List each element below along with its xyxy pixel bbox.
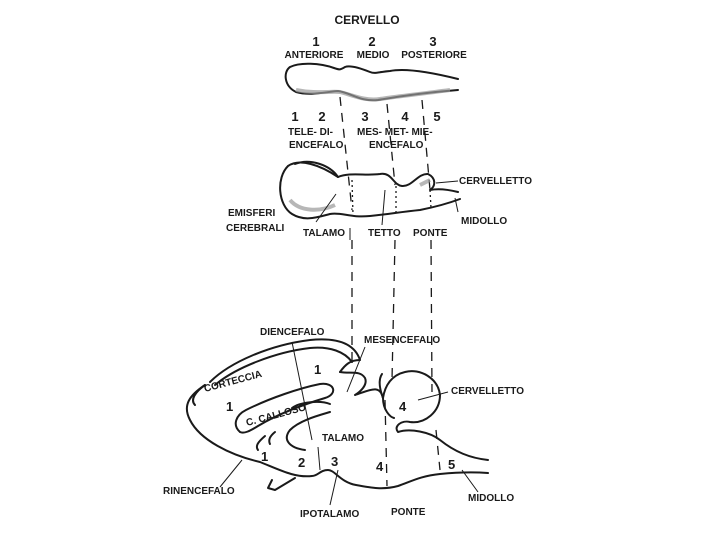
vesicle-number-3: 3 bbox=[429, 34, 436, 49]
sec-number-1: 1 bbox=[291, 109, 298, 124]
mid-ponte-label: PONTE bbox=[413, 228, 448, 239]
encefalo-left-label: ENCEFALO bbox=[289, 140, 344, 151]
sec-number-2: 2 bbox=[318, 109, 325, 124]
region-number-1c: 1 bbox=[261, 449, 268, 464]
bottom-cervelletto-label: CERVELLETTO bbox=[451, 386, 524, 397]
primary-neural-tube bbox=[284, 62, 459, 102]
diencefalo-label: DIENCEFALO bbox=[260, 327, 325, 338]
sec-number-4: 4 bbox=[401, 109, 409, 124]
sec-number-3: 3 bbox=[361, 109, 368, 124]
primary-vesicle-labels: 1 ANTERIORE 2 MEDIO 3 POSTERIORE bbox=[285, 34, 468, 61]
region-number-4-cervelletto: 4 bbox=[399, 399, 407, 414]
mes-met-mie-label: MES- MET- MIE- bbox=[357, 127, 433, 138]
vesicle-number-2: 2 bbox=[368, 34, 375, 49]
region-number-1b: 1 bbox=[226, 399, 233, 414]
bottom-midollo-label: MIDOLLO bbox=[468, 493, 514, 504]
vesicle-medio: MEDIO bbox=[357, 50, 390, 61]
vesicle-number-1: 1 bbox=[312, 34, 319, 49]
bottom-ponte-label: PONTE bbox=[391, 507, 426, 518]
region-number-1a: 1 bbox=[314, 362, 321, 377]
mesencefalo-label: MESENCEFALO bbox=[364, 335, 440, 346]
sec-number-5: 5 bbox=[433, 109, 440, 124]
middle-brain-diagram: CERVELLETTO MIDOLLO EMISFERI CEREBRALI T… bbox=[226, 160, 532, 240]
emisferi-label: EMISFERI bbox=[228, 208, 275, 219]
bottom-talamo-label: TALAMO bbox=[322, 433, 364, 444]
correspondence-lines bbox=[339, 96, 433, 393]
rinencefalo-label: RINENCEFALO bbox=[163, 486, 235, 497]
vesicle-posteriore: POSTERIORE bbox=[401, 50, 467, 61]
vesicle-anteriore: ANTERIORE bbox=[285, 50, 344, 61]
bottom-brain-diagram: DIENCEFALO MESENCEFALO CERVELLETTO CORTE… bbox=[163, 327, 524, 520]
region-number-5: 5 bbox=[448, 457, 455, 472]
encefalo-right-label: ENCEFALO bbox=[369, 140, 424, 151]
tele-di-label: TELE- DI- bbox=[288, 127, 333, 138]
region-number-4-ponte: 4 bbox=[376, 459, 384, 474]
ipotalamo-label: IPOTALAMO bbox=[300, 509, 359, 520]
mid-midollo-label: MIDOLLO bbox=[461, 216, 507, 227]
secondary-vesicle-labels: 1 2 3 4 5 TELE- DI- ENCEFALO MES- MET- M… bbox=[288, 109, 441, 151]
mid-cervelletto-label: CERVELLETTO bbox=[459, 176, 532, 187]
region-number-2: 2 bbox=[298, 455, 305, 470]
mid-tetto-label: TETTO bbox=[368, 228, 401, 239]
cerebrali-label: CEREBRALI bbox=[226, 223, 285, 234]
region-number-3: 3 bbox=[331, 454, 338, 469]
title: CERVELLO bbox=[334, 13, 399, 27]
mid-talamo-label: TALAMO bbox=[303, 228, 345, 239]
